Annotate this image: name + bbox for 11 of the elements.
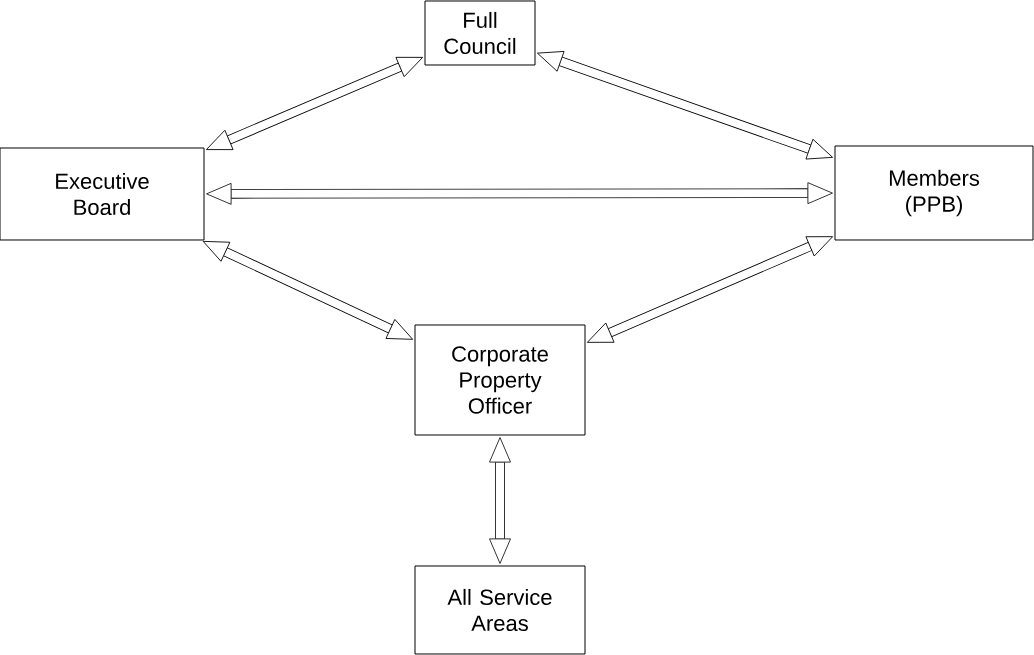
double-arrow [586,236,834,343]
box: Members (PPB) [834,145,1034,241]
box: Corporate Property Officer [414,324,586,436]
double-arrow [202,240,414,340]
box: Executive Board [0,147,205,241]
double-arrow [489,437,511,564]
double-arrow [205,56,424,150]
box: All Service Areas [414,565,586,655]
double-arrow [537,51,833,160]
double-arrow [206,182,833,205]
box: Full Council [424,0,536,66]
